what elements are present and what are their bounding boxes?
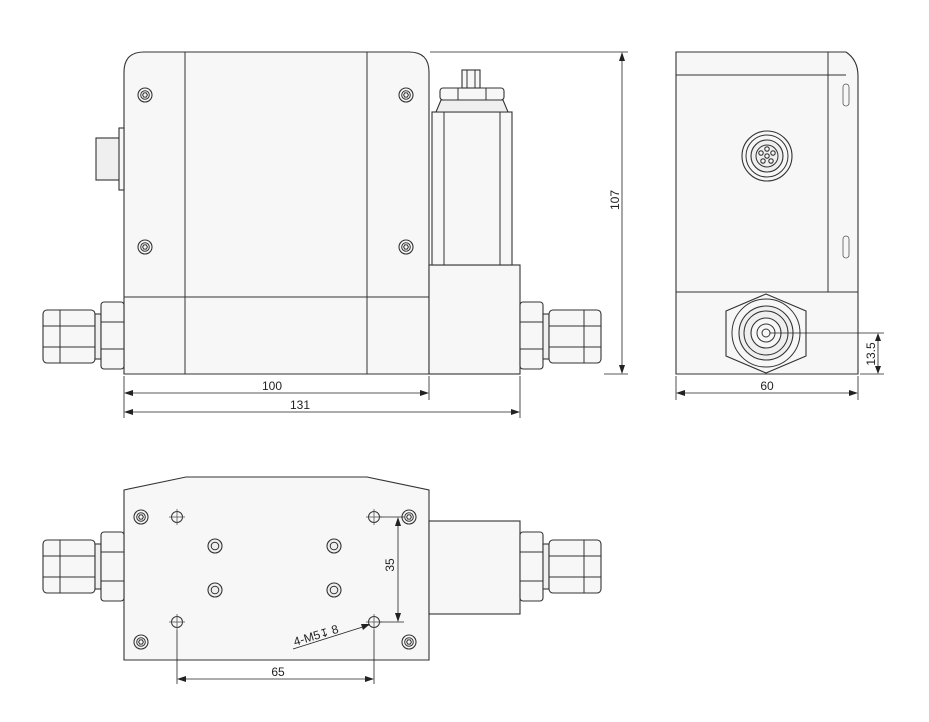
screw-icon <box>133 509 149 525</box>
front-housing <box>123 51 430 375</box>
stud-icon <box>326 582 342 598</box>
dim-label-107: 107 <box>608 190 622 210</box>
side-housing <box>675 51 859 375</box>
side-connector <box>95 137 121 181</box>
screw-icon <box>137 87 153 103</box>
dim-label-13-5: 13.5 <box>864 342 878 366</box>
m8-connector-icon <box>741 130 793 182</box>
dim-label-100: 100 <box>262 379 282 393</box>
screw-icon <box>137 239 153 255</box>
stud-icon <box>207 538 223 554</box>
screw-icon <box>398 87 414 103</box>
screw-icon <box>398 239 414 255</box>
screw-icon <box>133 634 149 650</box>
stud-icon <box>326 538 342 554</box>
valve-block <box>428 264 521 375</box>
dim-width: 60 <box>675 376 859 400</box>
side-view: 60 13.5 <box>675 51 884 400</box>
left-fitting <box>42 301 125 370</box>
dim-body-length: 100 <box>123 376 430 418</box>
bottom-view: 35 65 4-M5↧8 <box>42 476 602 684</box>
dim-hole-spacing-y: 35 <box>380 516 404 623</box>
valve-nut <box>439 87 505 101</box>
stud-icon <box>207 582 223 598</box>
bottom-right-fitting <box>519 531 602 602</box>
bottom-left-fitting <box>42 531 125 602</box>
bottom-valve-block <box>428 520 521 615</box>
dim-label-60: 60 <box>760 379 774 393</box>
screw-icon <box>401 509 417 525</box>
bottom-housing <box>123 476 430 661</box>
dim-hole-spacing-x: 65 <box>176 630 375 684</box>
dim-overall-length: 131 <box>124 376 521 418</box>
dim-port-height: 13.5 <box>770 332 884 375</box>
front-view: 100 131 107 <box>42 51 628 418</box>
right-fitting <box>519 301 602 370</box>
dim-label-131: 131 <box>290 398 310 412</box>
dim-label-35: 35 <box>383 558 397 572</box>
port-fitting-icon <box>725 293 807 374</box>
dim-label-65: 65 <box>271 665 285 679</box>
screw-icon <box>401 634 417 650</box>
dim-height: 107 <box>430 51 628 375</box>
valve-coil <box>431 111 513 266</box>
